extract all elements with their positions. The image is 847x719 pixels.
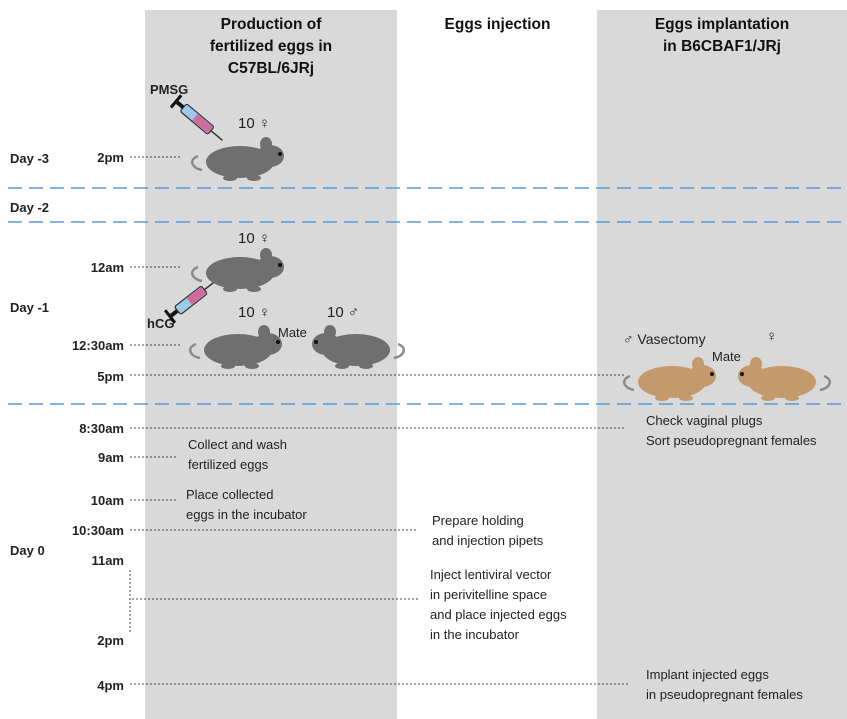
time-label: 8:30am — [79, 421, 124, 436]
female-symbol: ♀ — [766, 328, 778, 345]
day-label: Day 0 — [10, 543, 45, 558]
time-label: 11am — [91, 553, 124, 568]
female-count: 10 ♀ — [238, 304, 271, 321]
time-label: 10:30am — [71, 523, 124, 538]
female-count: 10 ♀ — [238, 230, 271, 247]
check-plugs-note: Check vaginal plugs Sort pseudopregnant … — [646, 413, 817, 448]
day-label: Day -2 — [10, 200, 50, 215]
female-count: 10 ♀ — [238, 115, 271, 132]
prepare-pipets-note: Prepare holding and injection pipets — [432, 513, 544, 548]
hcg-label: hCG — [147, 316, 175, 331]
production-header: Production of fertilized eggs in C57BL/6… — [209, 16, 333, 77]
implantation-header: Eggs implantation in B6CBAF1/JRj — [654, 16, 790, 55]
time-label: 10am — [90, 493, 124, 508]
collect-eggs-note: Collect and wash fertilized eggs — [188, 437, 287, 472]
time-label: 4pm — [97, 678, 124, 693]
time-label: 2pm — [97, 150, 124, 165]
day-label: Day -1 — [10, 300, 50, 315]
vasectomy-label: ♂ Vasectomy — [623, 331, 706, 347]
time-label: 9am — [97, 450, 124, 465]
time-label: 12:30am — [71, 338, 124, 353]
mate-label: Mate — [712, 349, 741, 364]
inject-vector-note: Inject lentiviral vector in perivitellin… — [430, 567, 567, 642]
time-label: 5pm — [97, 369, 124, 384]
pmsg-label: PMSG — [150, 82, 189, 97]
male-count: 10 ♂ — [327, 304, 360, 321]
time-label: 2pm — [97, 633, 124, 648]
day-label: Day -3 — [10, 151, 50, 166]
time-label: 12am — [90, 260, 124, 275]
implant-eggs-note: Implant injected eggs in pseudopregnant … — [646, 667, 803, 702]
injection-header: Eggs injection — [444, 16, 551, 33]
mate-label: Mate — [278, 325, 307, 340]
place-eggs-note: Place collected eggs in the incubator — [186, 487, 307, 522]
